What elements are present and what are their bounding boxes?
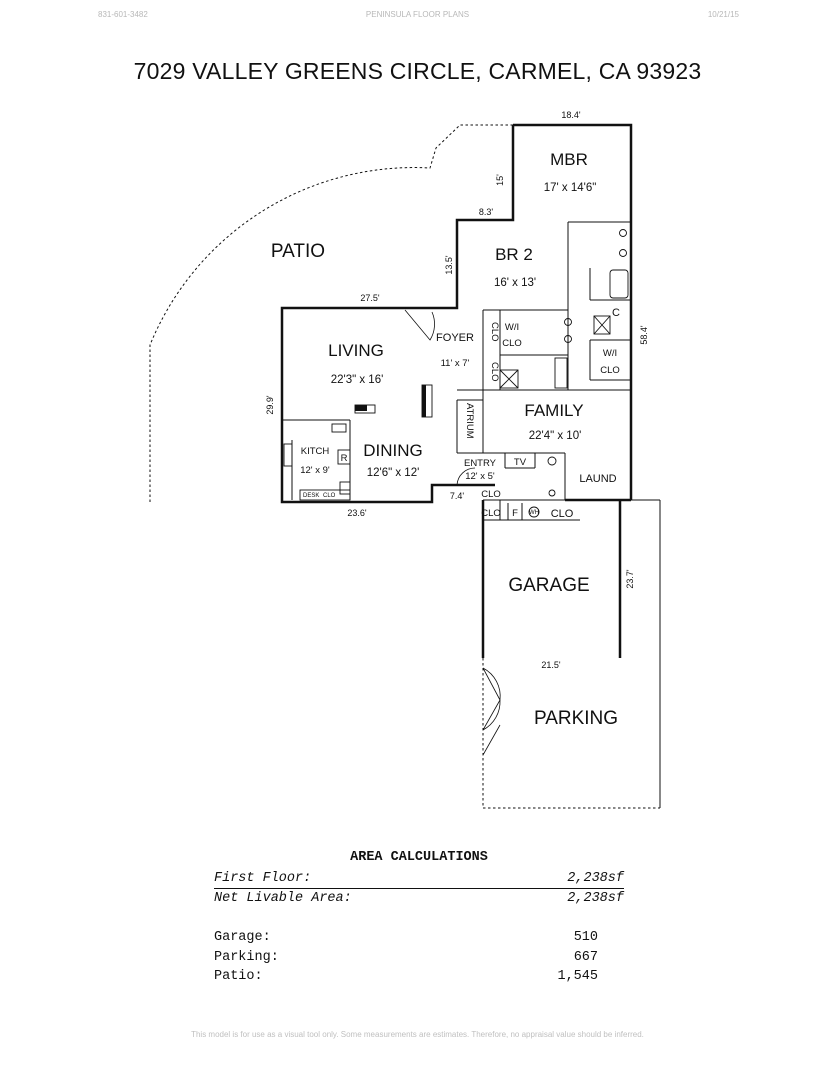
- room-br2: BR 2: [495, 245, 533, 264]
- dim-parking-width: 21.5': [541, 660, 561, 670]
- dim-br2-top: 8.3': [479, 207, 494, 217]
- label-wi-mbr: W/I: [603, 348, 617, 359]
- label-wi-br2: W/I: [505, 322, 519, 333]
- room-mbr-size: 17' x 14'6": [544, 182, 597, 194]
- room-kitch: KITCH: [301, 446, 330, 457]
- garage-walls: [481, 499, 661, 809]
- page-title: 7029 VALLEY GREENS CIRCLE, CARMEL, CA 93…: [133, 58, 702, 84]
- area-garage-value: 510: [573, 930, 598, 945]
- label-clo-hall1: CLO: [489, 322, 500, 342]
- room-family: FAMILY: [524, 401, 583, 420]
- label-clo-mbr: CLO: [600, 365, 620, 376]
- area-first-floor-label: First Floor:: [214, 871, 312, 886]
- room-br2-size: 16' x 13': [494, 277, 536, 289]
- area-garage-label: Garage:: [214, 930, 271, 945]
- area-first-floor-value: 2,238sf: [567, 871, 624, 886]
- room-dining: DINING: [363, 441, 423, 460]
- room-living-size: 22'3" x 16': [331, 374, 384, 386]
- area-parking-value: 667: [573, 949, 598, 965]
- label-clo-entry: CLO: [481, 489, 501, 500]
- area-net-livable-row: Net Livable Area: 2,238sf: [214, 889, 624, 908]
- patio-boundary: [149, 124, 513, 502]
- label-furnace: F: [512, 508, 518, 519]
- area-parking-label: Parking:: [214, 949, 279, 965]
- label-clo-garage1: CLO: [481, 508, 501, 519]
- room-dining-size: 12'6" x 12': [367, 467, 420, 479]
- dim-top: 18.4': [561, 110, 581, 120]
- label-fridge: R: [341, 453, 348, 464]
- room-mbr: MBR: [550, 150, 588, 169]
- dim-left-side: 29.9': [265, 395, 275, 415]
- label-clo-br2: CLO: [502, 338, 522, 349]
- dim-br2-side: 13.5': [444, 255, 454, 275]
- label-desk: DESK: [303, 493, 319, 499]
- dim-garage-side: 23.7': [625, 569, 635, 589]
- room-entry: ENTRY: [464, 458, 497, 469]
- dim-mbr-side: 15': [495, 174, 505, 186]
- room-patio: PATIO: [271, 241, 325, 262]
- area-patio-label: Patio:: [214, 969, 263, 984]
- room-living: LIVING: [328, 341, 384, 360]
- area-parking-row: Parking: 667: [214, 948, 624, 968]
- area-garage-row: Garage: 510: [214, 928, 624, 948]
- area-patio-value: 1,545: [557, 969, 598, 984]
- label-clo-kitch: CLO: [323, 493, 336, 499]
- area-first-floor-row: First Floor: 2,238sf: [214, 869, 624, 889]
- label-atrium: ATRIUM: [464, 403, 475, 439]
- dim-entry-step: 7.4': [450, 491, 465, 501]
- doors: [404, 309, 501, 756]
- room-foyer-size: 11' x 7': [441, 358, 470, 369]
- room-laund: LAUND: [579, 473, 616, 485]
- header-date: 10/21/15: [707, 10, 739, 19]
- area-patio-row: Patio: 1,545: [214, 967, 624, 987]
- dim-right-side: 58.4': [639, 325, 649, 345]
- fireplace: [355, 385, 426, 417]
- area-calculations: AREA CALCULATIONS First Floor: 2,238sf N…: [214, 850, 624, 987]
- area-net-livable-value: 2,238sf: [567, 891, 624, 906]
- label-c: C: [612, 307, 620, 319]
- label-clo-garage2: CLO: [551, 508, 574, 520]
- disclaimer: This model is for use as a visual tool o…: [191, 1030, 644, 1039]
- dim-living-top: 27.5': [360, 293, 380, 303]
- dim-bottom: 23.6': [347, 508, 367, 518]
- header-company: PENINSULA FLOOR PLANS: [365, 10, 470, 19]
- label-water-heater: WH: [529, 510, 539, 516]
- room-foyer: FOYER: [436, 332, 474, 344]
- label-clo-hall2: CLO: [489, 362, 500, 382]
- room-garage: GARAGE: [508, 575, 589, 596]
- label-tv: TV: [514, 457, 527, 468]
- area-heading: AREA CALCULATIONS: [350, 850, 488, 865]
- room-parking: PARKING: [534, 708, 618, 729]
- room-kitch-size: 12' x 9': [300, 465, 330, 476]
- header-phone: 831-601-3482: [98, 10, 148, 19]
- room-family-size: 22'4" x 10': [529, 430, 582, 442]
- room-entry-size: 12' x 5': [465, 471, 495, 482]
- area-net-livable-label: Net Livable Area:: [214, 891, 352, 906]
- fixtures: [283, 229, 629, 518]
